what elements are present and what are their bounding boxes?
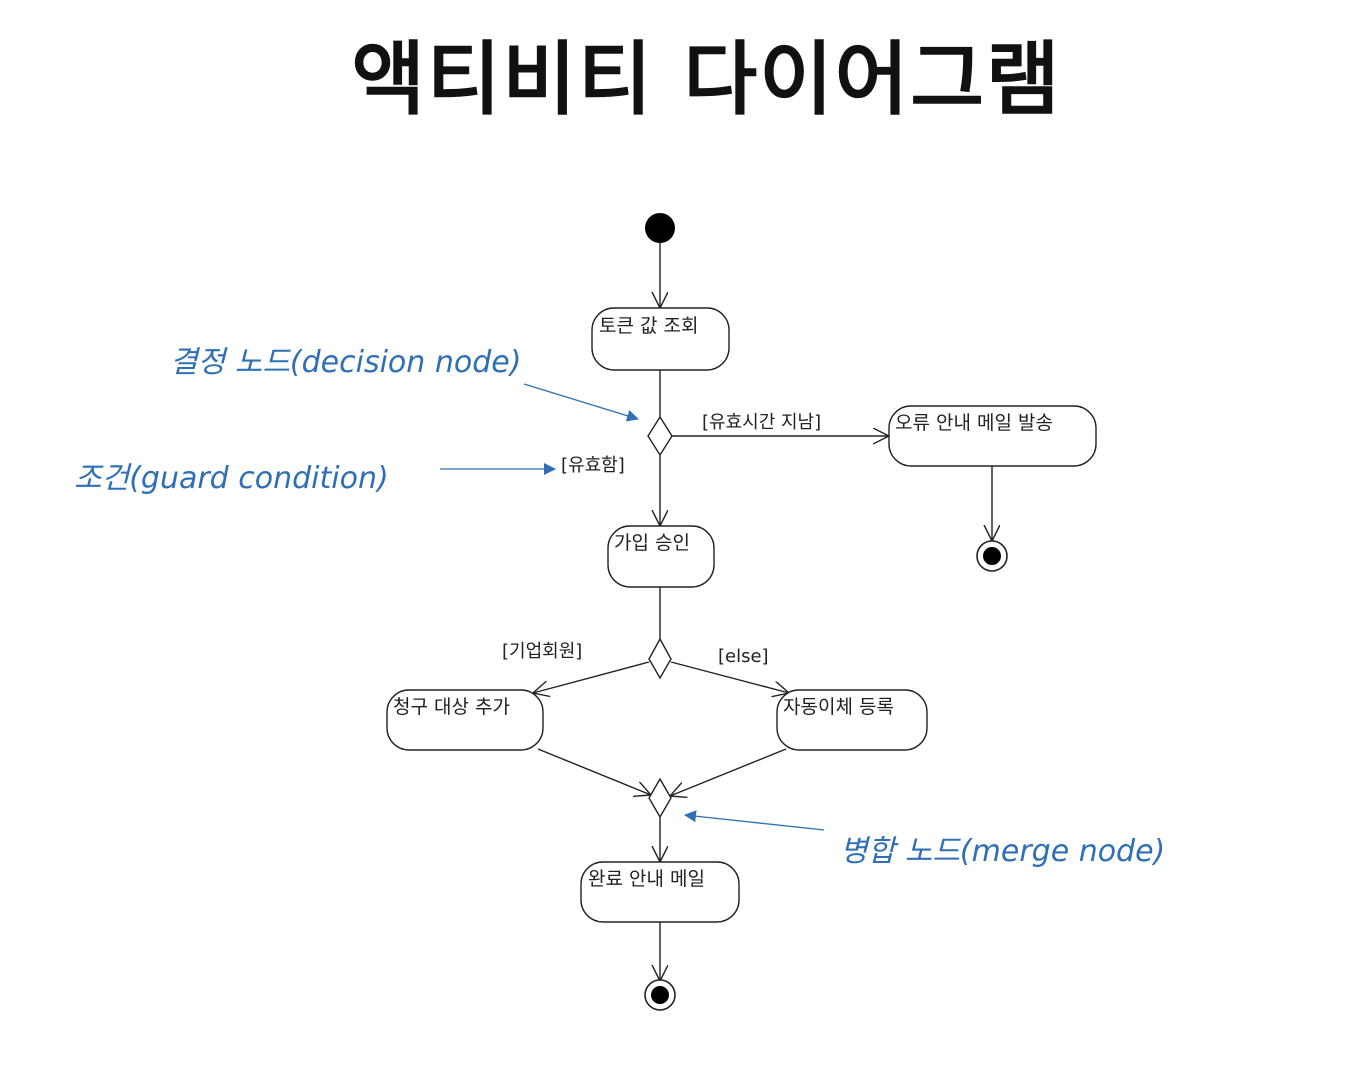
edge-decision2-to-autopay xyxy=(670,661,789,693)
action-autopay-register xyxy=(776,689,928,751)
annotation-decision-pointer xyxy=(523,383,639,422)
action-billing-add xyxy=(386,689,544,751)
label-billing-add: 청구 대상 추가 xyxy=(393,696,510,718)
label-autopay-register: 자동이체 등록 xyxy=(783,696,894,718)
decision-node-member xyxy=(648,637,672,680)
guard-valid: [유효함] xyxy=(561,455,625,476)
final-node-complete xyxy=(644,979,676,1011)
action-error-mail xyxy=(888,405,1097,467)
label-error-mail: 오류 안내 메일 발송 xyxy=(895,412,1053,434)
page-title: 액티비티 다이어그램 xyxy=(351,33,1062,126)
edge-decision2-to-billing xyxy=(533,661,650,693)
decision-node-token xyxy=(647,415,673,457)
guard-else: [else] xyxy=(718,646,769,667)
annotation-merge-node: 병합 노드(merge node) xyxy=(840,834,1165,869)
label-complete-mail: 완료 안내 메일 xyxy=(588,868,705,890)
annotation-decision-node: 결정 노드(decision node) xyxy=(170,345,521,380)
guard-corporate: [기업회원] xyxy=(502,641,582,662)
action-token-lookup xyxy=(591,307,730,371)
label-token-lookup: 토큰 값 조회 xyxy=(599,315,698,337)
initial-node xyxy=(645,213,675,243)
edge-autopay-to-merge xyxy=(670,748,787,796)
merge-node xyxy=(648,777,672,819)
action-join-approve xyxy=(607,525,715,588)
action-complete-mail xyxy=(580,861,740,923)
final-node-error xyxy=(976,540,1008,572)
label-join-approve: 가입 승인 xyxy=(614,532,690,554)
annotation-merge-pointer xyxy=(684,810,825,831)
edge-billing-to-merge xyxy=(537,748,651,795)
annotation-guard-condition: 조건(guard condition) xyxy=(74,461,389,496)
guard-expired: [유효시간 지남] xyxy=(702,412,821,433)
